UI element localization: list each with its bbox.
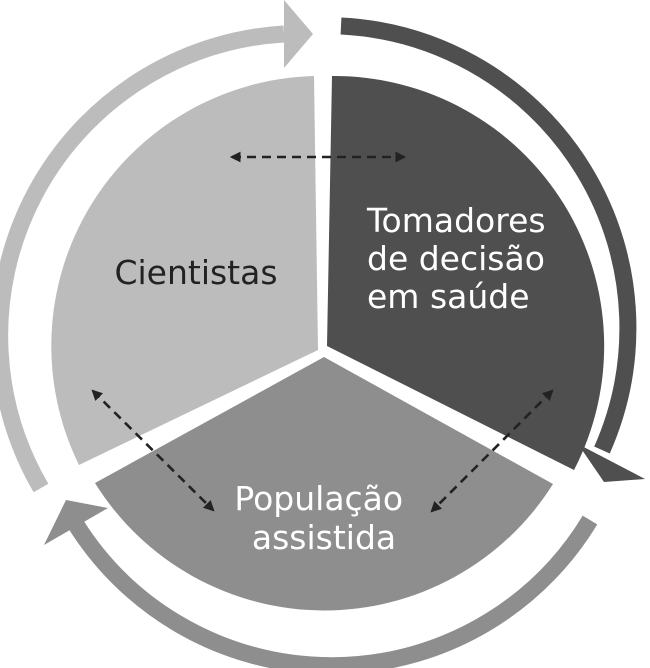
outer-arrow-top-to-right xyxy=(340,17,645,482)
label-line: Cientistas xyxy=(114,253,277,292)
label-line: População xyxy=(234,479,403,518)
label-line: em saúde xyxy=(367,277,530,316)
outer-arrow-left-to-top xyxy=(0,0,313,493)
dashed-arrow-cientistas-populacao xyxy=(91,389,215,512)
label-tomadores-de-decisao: Tomadores de decisão em saúde xyxy=(366,201,556,316)
segment-cientistas xyxy=(51,76,319,465)
label-line: assistida xyxy=(252,518,396,557)
label-populacao-assistida: População assistida xyxy=(234,479,413,557)
segment-tomadores-de-decisao xyxy=(327,75,605,470)
label-line: de decisão xyxy=(367,239,545,278)
label-line: Tomadores xyxy=(366,201,546,240)
dashed-arrow-tomadores-populacao xyxy=(430,389,554,513)
label-cientistas: Cientistas xyxy=(114,253,277,292)
